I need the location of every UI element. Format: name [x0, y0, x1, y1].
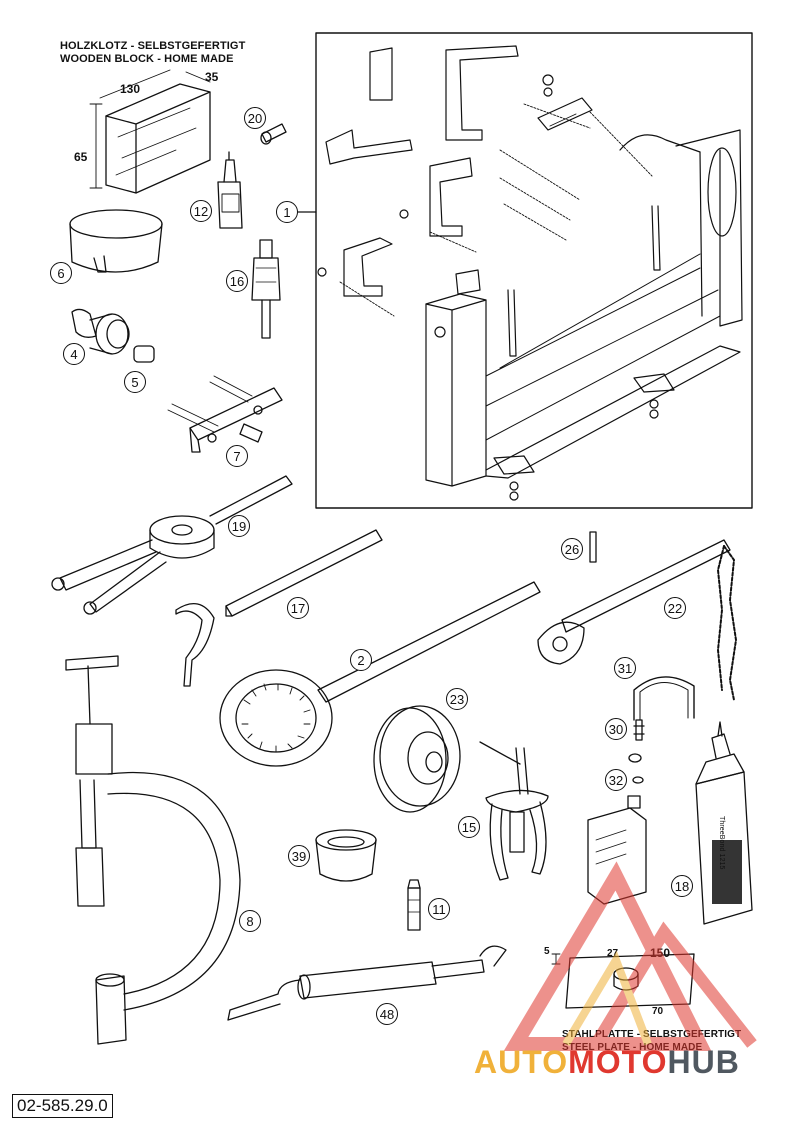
steel-plate-label-de: STAHLPLATTE - SELBSTGEFERTIGT: [562, 1029, 742, 1040]
sealant-tube-text: ThreeBond 1215: [718, 816, 725, 870]
callout-20: 20: [244, 107, 266, 129]
callout-11: 11: [428, 898, 450, 920]
steel-plate-hole: 27: [607, 948, 619, 959]
steel-plate-drawing: [551, 953, 695, 1009]
callout-16: 16: [226, 270, 248, 292]
disc-23-drawing: [373, 705, 461, 813]
callout-7: 7: [226, 445, 248, 467]
ring-6-drawing: [69, 209, 163, 273]
callout-1: 1: [276, 201, 298, 223]
holder-19-drawing: [51, 475, 293, 615]
sealant-tube-18-drawing: [695, 721, 753, 925]
wooden-block-length: 130: [120, 82, 141, 96]
wooden-block-label-de: HOLZKLOTZ - SELBSTGEFERTIGT: [60, 40, 246, 52]
watermark-part-moto: MOTO: [568, 1044, 668, 1080]
fitting-30-drawing: [633, 719, 645, 741]
clamp-8-drawing: [65, 655, 241, 1045]
chain-tool-22-drawing: [537, 539, 737, 701]
screw-20-drawing: [260, 123, 287, 145]
engine-stand-drawing: [317, 45, 743, 501]
callout-17: 17: [287, 597, 309, 619]
tube-11-drawing: [407, 879, 421, 931]
document-number: 02-585.29.0: [12, 1094, 113, 1118]
callout-23: 23: [446, 688, 468, 710]
callout-19: 19: [228, 515, 250, 537]
wrench-2-drawing: [219, 581, 541, 767]
steel-plate-thickness: 5: [544, 946, 550, 957]
callout-6: 6: [50, 262, 72, 284]
wooden-block-width: 35: [205, 70, 219, 84]
cup-39-drawing: [315, 829, 377, 882]
grease-gun-48-drawing: [227, 945, 507, 1021]
watermark-part-hub: HUB: [667, 1044, 740, 1080]
callout-26: 26: [561, 538, 583, 560]
part-4-5-drawing: [71, 308, 155, 363]
steel-plate-width: 70: [652, 1006, 664, 1017]
tool-17-drawing: [175, 529, 383, 687]
wooden-block-drawing: [89, 69, 211, 194]
bracket-31-drawing: [633, 676, 695, 721]
watermark-logo-text: AUTOMOTOHUB: [474, 1044, 740, 1081]
callout-12: 12: [190, 200, 212, 222]
callout-22: 22: [664, 597, 686, 619]
pin-26-drawing: [589, 531, 597, 563]
wooden-block-label-en: WOODEN BLOCK - HOME MADE: [60, 53, 234, 65]
callout-32: 32: [605, 769, 627, 791]
puller-16-drawing: [251, 239, 281, 339]
bottle-12-drawing: [217, 151, 243, 229]
callout-5: 5: [124, 371, 146, 393]
oil-bottle-drawing: [587, 795, 647, 905]
sealant-tube-label-band: [712, 840, 742, 904]
callout-39: 39: [288, 845, 310, 867]
callout-4: 4: [63, 343, 85, 365]
callout-31: 31: [614, 657, 636, 679]
callout-2: 2: [350, 649, 372, 671]
callout-48: 48: [376, 1003, 398, 1025]
engine-stand-frame-box: [315, 32, 753, 509]
callout-18: 18: [671, 875, 693, 897]
callout-30: 30: [605, 718, 627, 740]
callout-15: 15: [458, 816, 480, 838]
steel-plate-length: 150: [650, 946, 671, 960]
callout-8: 8: [239, 910, 261, 932]
wooden-block-height: 65: [74, 150, 88, 164]
tool-7-drawing: [167, 375, 283, 453]
puller-15-drawing: [479, 741, 549, 881]
watermark-part-auto: AUTO: [474, 1044, 569, 1080]
parts-32-drawing: [628, 753, 644, 784]
